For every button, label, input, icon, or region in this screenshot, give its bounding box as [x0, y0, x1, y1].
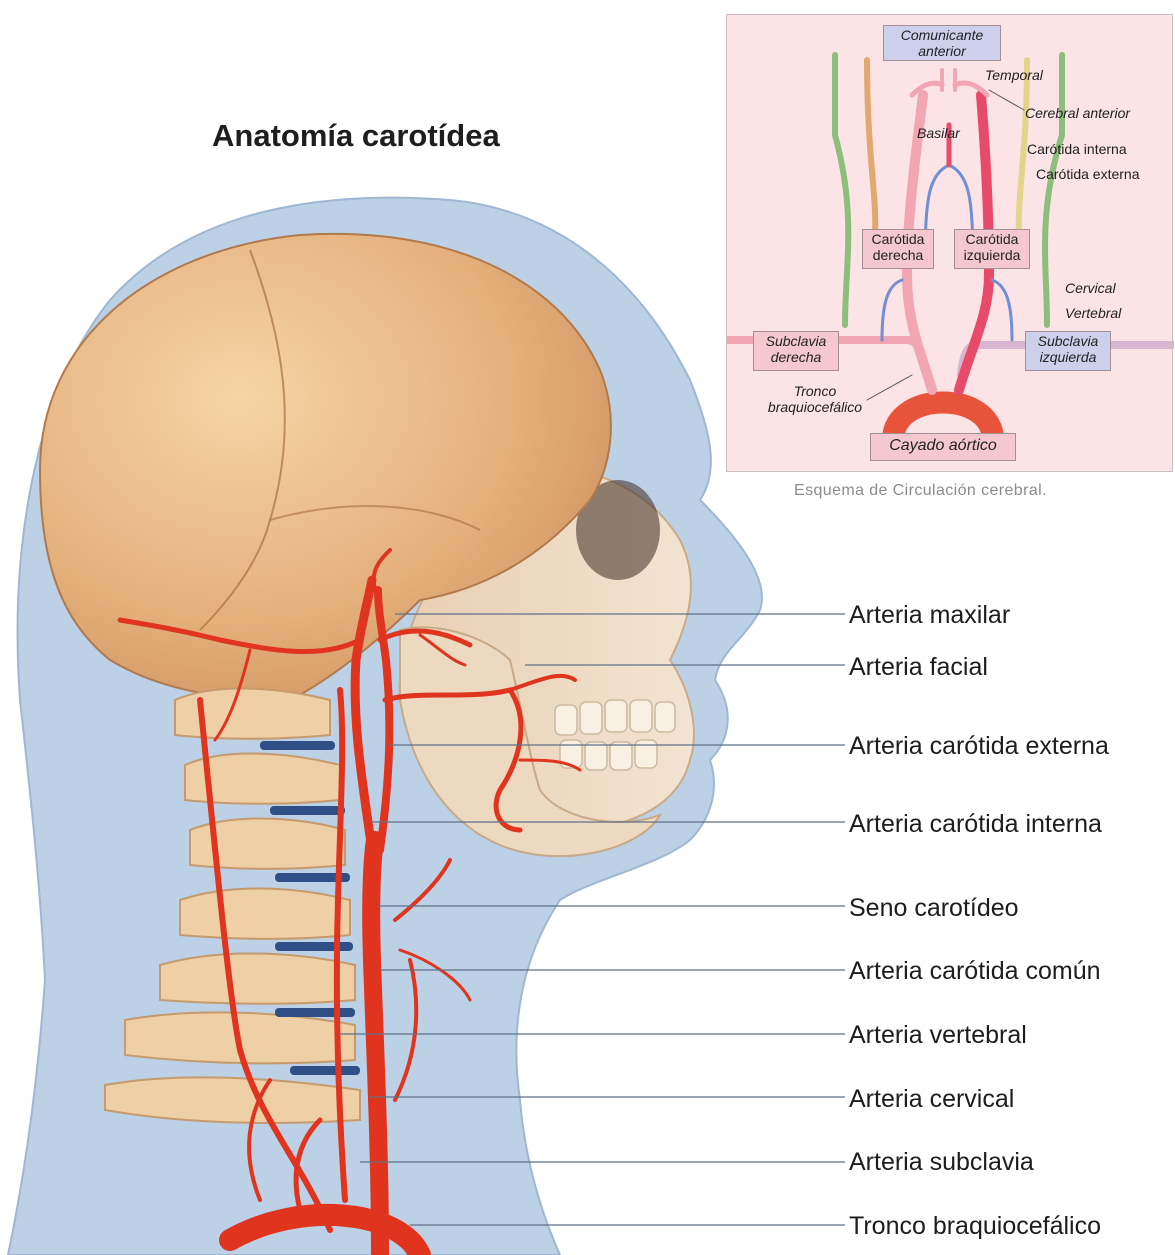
text-cervical: Cervical: [1065, 280, 1116, 296]
box-subclavia-derecha: Subclavia derecha: [753, 331, 839, 371]
label-carotida-externa: Arteria carótida externa: [849, 731, 1109, 761]
label-arteria-maxilar: Arteria maxilar: [849, 600, 1010, 630]
label-arteria-vertebral: Arteria vertebral: [849, 1020, 1027, 1050]
label-carotida-interna: Arteria carótida interna: [849, 809, 1102, 839]
text-cerebral-anterior: Cerebral anterior: [1025, 105, 1130, 121]
box-carotida-izquierda: Carótida izquierda: [954, 229, 1030, 269]
box-carotida-derecha: Carótida derecha: [862, 229, 934, 269]
box-cayado-aortico: Cayado aórtico: [870, 433, 1016, 461]
label-arteria-cervical: Arteria cervical: [849, 1084, 1014, 1114]
label-tronco-braquiocefalico: Tronco braquiocefálico: [849, 1211, 1101, 1241]
inset-caption: Esquema de Circulación cerebral.: [794, 482, 1047, 500]
text-temporal: Temporal: [985, 67, 1043, 83]
label-arteria-facial: Arteria facial: [849, 652, 988, 682]
label-carotida-comun: Arteria carótida común: [849, 956, 1101, 986]
text-basilar: Basilar: [917, 125, 960, 141]
text-tronco-braquiocefalico: Tronco braquiocefálico: [765, 383, 865, 415]
text-carotida-externa: Carótida externa: [1036, 166, 1140, 182]
text-carotida-interna: Carótida interna: [1027, 141, 1127, 157]
box-comunicante-anterior: Comunicante anterior: [883, 25, 1001, 61]
label-seno-carotideo: Seno carotídeo: [849, 893, 1019, 923]
cerebral-circulation-inset: Comunicante anterior Temporal Basilar Ce…: [726, 14, 1173, 472]
label-arteria-subclavia: Arteria subclavia: [849, 1147, 1034, 1177]
text-vertebral: Vertebral: [1065, 305, 1121, 321]
box-subclavia-izquierda: Subclavia izquierda: [1025, 331, 1111, 371]
figure-title: Anatomía carotídea: [212, 118, 500, 154]
